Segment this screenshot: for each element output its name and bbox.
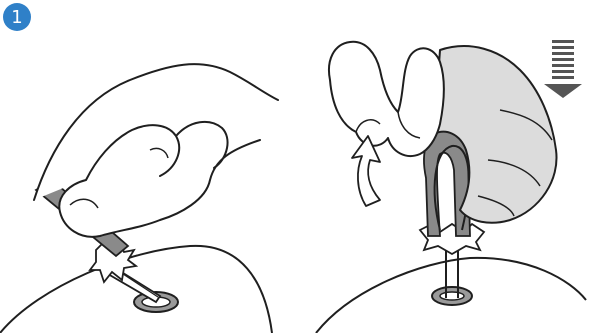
right-hand xyxy=(329,42,444,156)
downward-press-arrow-icon xyxy=(544,40,582,98)
right-illustration xyxy=(316,42,586,333)
left-illustration xyxy=(0,64,278,333)
right-glove-hand xyxy=(434,46,557,223)
left-hand xyxy=(34,64,278,237)
